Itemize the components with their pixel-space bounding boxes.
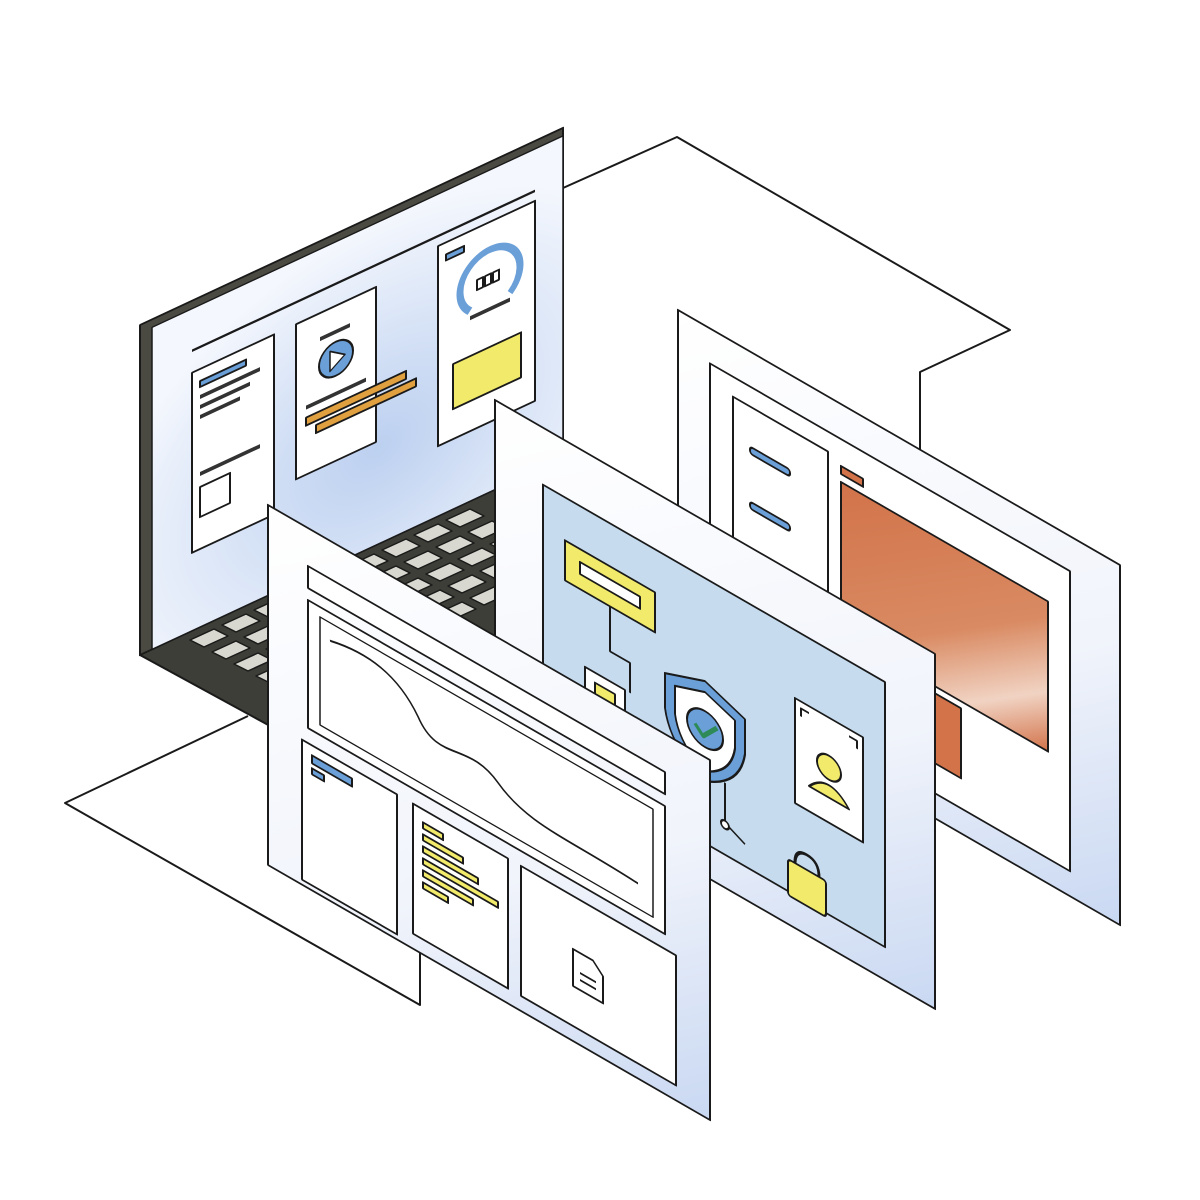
screen-card-list (191, 333, 275, 554)
keyboard-key (381, 538, 421, 558)
screen-card-video (295, 285, 417, 481)
floor-outline (64, 715, 421, 1006)
panel-dashboard (267, 503, 711, 1122)
keyboard-key (189, 628, 229, 648)
keyboard-key (425, 562, 465, 582)
keyboard-key (447, 574, 487, 594)
header-bar (307, 564, 666, 796)
wave-chart-icon (329, 639, 639, 885)
keyboard-key (445, 508, 485, 528)
hero-image (840, 480, 1049, 753)
laptop-screen (139, 126, 564, 657)
user-icon (794, 696, 864, 844)
keyboard-key (403, 550, 443, 570)
panel-security (494, 398, 936, 1011)
document-icon (572, 947, 604, 1005)
screen-card-gauge (437, 199, 536, 448)
keyboard-key (413, 523, 453, 543)
back-wall-outline (562, 136, 1011, 560)
keyboard-key (221, 613, 261, 633)
keyboard-key (211, 640, 251, 660)
gauge-icon (456, 242, 524, 315)
keyboard-key (435, 535, 475, 555)
lock-icon (787, 851, 827, 917)
